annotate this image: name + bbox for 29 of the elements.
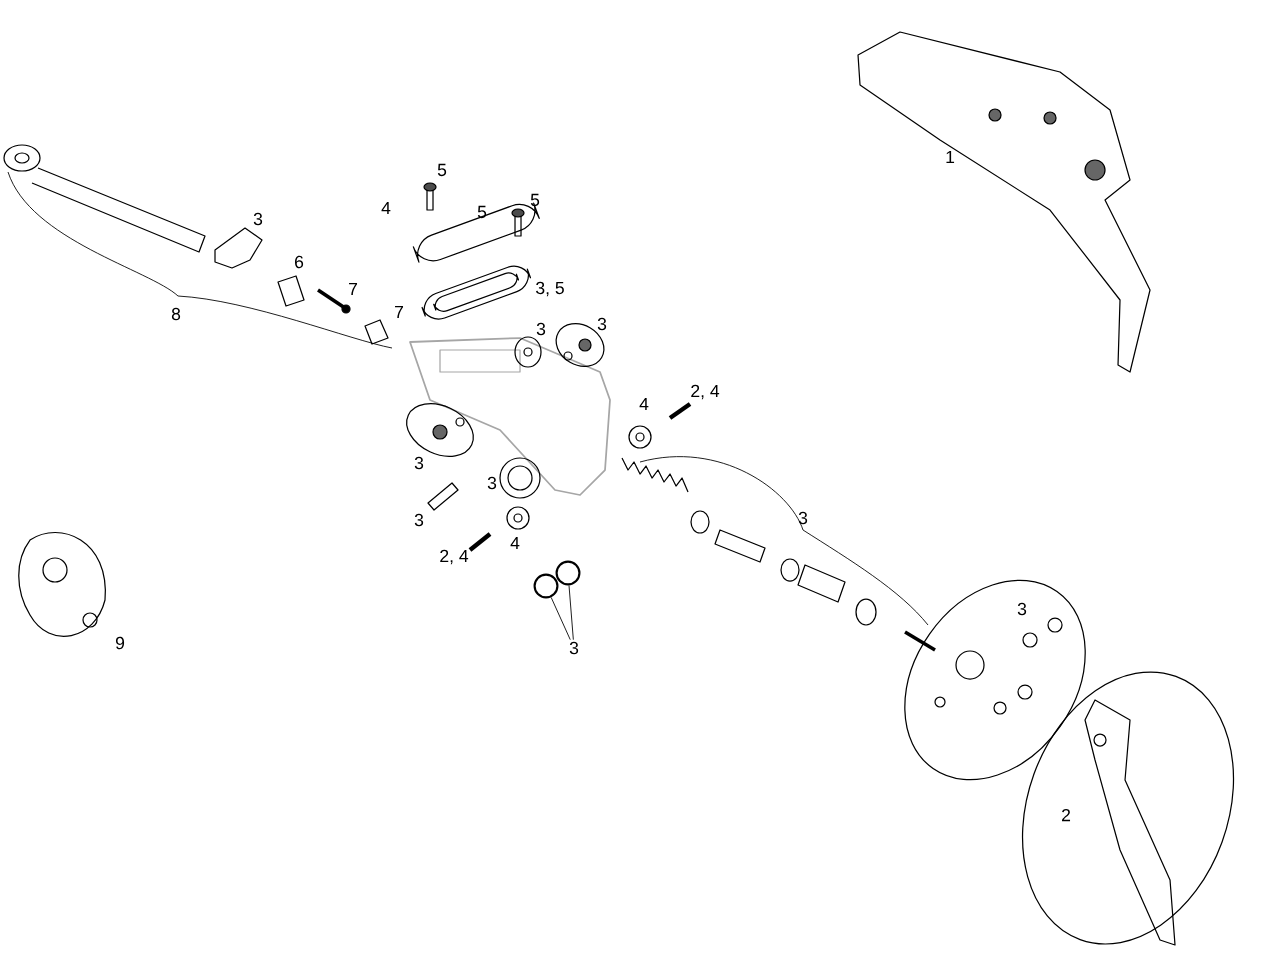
callout-number: 3	[569, 641, 579, 655]
callout-number: 3	[414, 513, 424, 527]
leader-line	[550, 596, 571, 641]
callout-number: 3	[414, 456, 424, 470]
callout-number: 3, 5	[536, 281, 564, 297]
callout-number: 4	[510, 536, 520, 550]
callout-number: 8	[171, 307, 181, 321]
callout-number: 2	[1062, 808, 1071, 822]
bushing	[533, 573, 559, 599]
callout-number: 2, 4	[691, 384, 720, 400]
callout-number: 3	[536, 322, 546, 336]
callout-number: 4	[639, 397, 649, 411]
leader-line	[568, 585, 574, 641]
callout-number: 3	[1017, 602, 1027, 616]
callout-number: 6	[295, 255, 304, 269]
callout-number: 3	[253, 212, 263, 226]
callout-number: 5	[477, 205, 487, 219]
callout-number: 1	[946, 150, 955, 164]
bushing	[555, 560, 581, 586]
callout-number: 5	[437, 163, 447, 177]
callout-number: 7	[349, 282, 357, 296]
callout-number: 3	[798, 511, 808, 525]
callout-number: 4	[381, 201, 391, 215]
callout-number: 5	[530, 193, 540, 207]
callout-number: 2, 4	[440, 549, 469, 565]
callout-number: 3	[487, 476, 497, 490]
callout-number: 7	[395, 305, 403, 319]
callout-number: 9	[115, 636, 125, 650]
callout-number: 3	[597, 317, 607, 331]
